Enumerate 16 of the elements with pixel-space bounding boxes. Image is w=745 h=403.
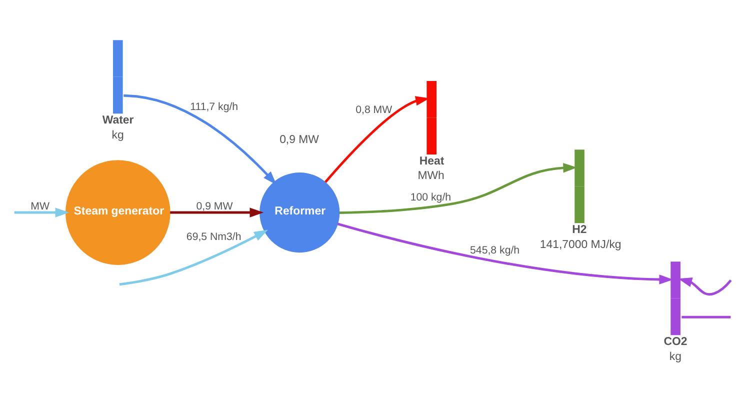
- node-label: Water: [102, 114, 134, 127]
- edge-label: 111,7 kg/h: [190, 100, 238, 113]
- node-label: CO2: [664, 336, 688, 348]
- node-label: MWh: [418, 170, 444, 182]
- node-label: kg: [669, 350, 682, 363]
- edge-label: 100 kg/h: [410, 192, 452, 204]
- edge-label: 69,5 Nm3/h: [186, 230, 242, 243]
- edge-label: 545,8 kg/h: [470, 244, 520, 257]
- label: 0,9 MW: [280, 134, 319, 146]
- node-label: H2: [572, 224, 587, 236]
- node-label: 141,7000 MJ/kg: [540, 238, 622, 251]
- node-label: Heat: [419, 155, 444, 168]
- edge-label: 0,8 MW: [356, 104, 392, 116]
- edge-label: 0,9 MW: [196, 200, 233, 213]
- node-label: kg: [112, 129, 124, 142]
- edge-label: MW: [30, 200, 50, 213]
